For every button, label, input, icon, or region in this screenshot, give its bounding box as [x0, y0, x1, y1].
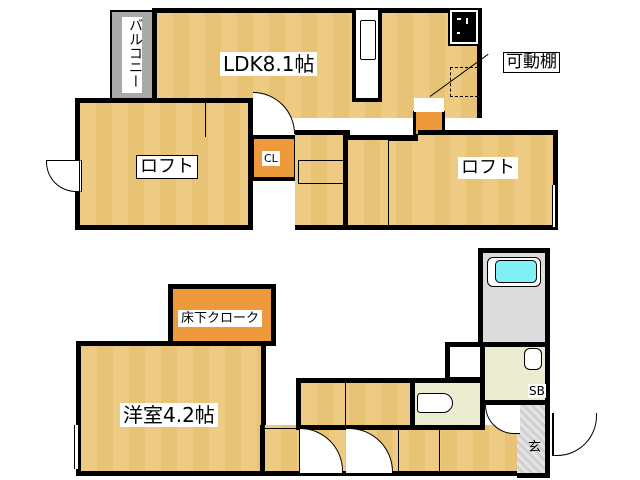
stair-hall: [295, 130, 350, 230]
balcony: バルコニー: [110, 10, 156, 100]
toilet-icon: [417, 393, 453, 413]
stair-well: [343, 135, 423, 230]
shoe-box-label: SB: [528, 384, 546, 398]
loft-left-window: [46, 160, 82, 192]
lower-stair-steps: [345, 380, 415, 430]
stove-icon: [448, 8, 480, 46]
loft-left-label: ロフト: [136, 155, 198, 179]
entrance: [517, 400, 550, 478]
kitchen-counter: [352, 10, 382, 102]
loft-right-label: ロフト: [458, 157, 518, 179]
loft-left-room: [75, 98, 253, 230]
loft-right-room: [418, 130, 558, 230]
cabinet-door: [414, 98, 444, 112]
entrance-label: 玄: [528, 440, 542, 455]
wash-storage: [445, 342, 485, 382]
lower-stair-steps-2: [262, 428, 300, 474]
stair-icon: [205, 100, 251, 137]
lower-stair-steps-3: [398, 428, 440, 474]
loft-right-window: [552, 185, 556, 227]
balcony-label: バルコニー: [127, 18, 143, 88]
underfloor-cloak-label: 床下クローク: [178, 310, 263, 327]
bathtub-icon: [487, 257, 541, 287]
stair-steps-right: [388, 140, 420, 227]
entrance-door: [552, 413, 597, 456]
closet-label: CL: [262, 151, 280, 166]
western-room-window: [74, 425, 79, 469]
movable-shelf-label: 可動棚: [503, 52, 560, 73]
washbasin-icon: [524, 348, 542, 370]
stair-steps: [298, 160, 348, 184]
ldk-label: LDK8.1帖: [220, 52, 318, 76]
western-room-label: 洋室4.2帖: [120, 403, 218, 427]
